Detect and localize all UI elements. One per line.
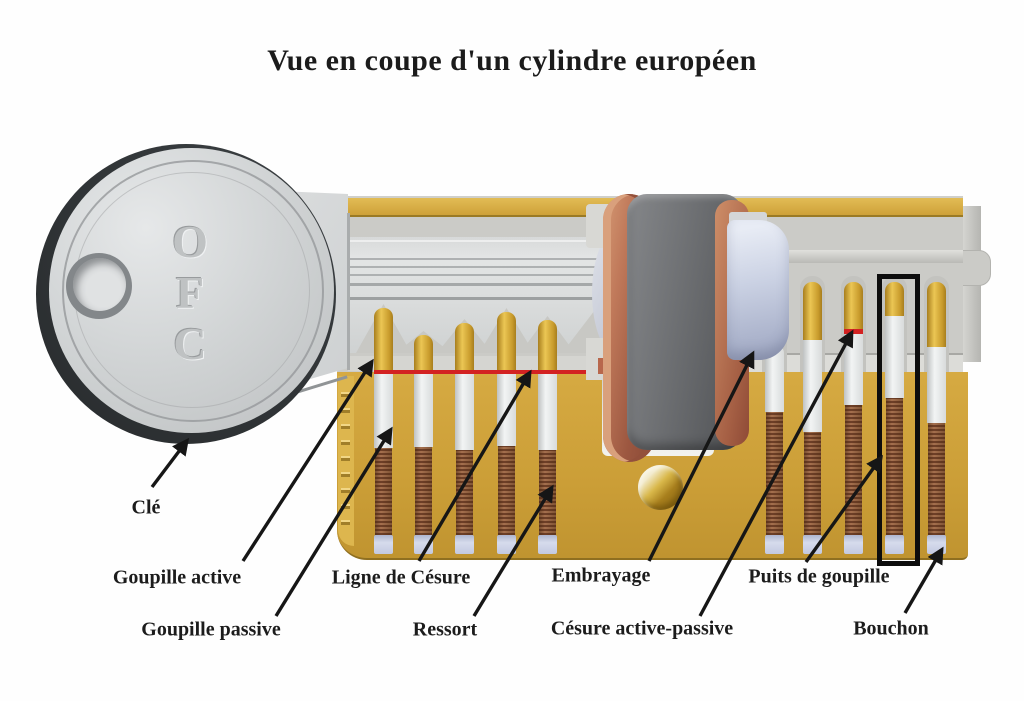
plug-cap — [414, 535, 433, 554]
plug-cap — [844, 535, 863, 554]
housing-knurling — [341, 392, 350, 536]
plug-cap — [497, 535, 516, 554]
passive-pin — [885, 316, 904, 398]
active-pin — [927, 282, 946, 347]
spring — [415, 447, 432, 535]
label-cle: Clé — [131, 496, 161, 519]
active-pin — [497, 312, 516, 372]
label-bouchon: Bouchon — [853, 617, 929, 640]
passive-pin — [455, 372, 474, 450]
label-embrayage: Embrayage — [551, 564, 651, 587]
clutch-hub — [727, 220, 789, 360]
active-pin — [414, 335, 433, 372]
shear-line — [374, 370, 602, 374]
arrow-bouchon — [903, 546, 944, 614]
passive-pin — [844, 334, 863, 405]
blade-ward-line — [350, 258, 650, 260]
label-ligne-de-cesure: Ligne de Césure — [331, 566, 471, 589]
active-pin — [844, 282, 863, 329]
passive-pin — [538, 372, 557, 450]
active-passive-split-mark — [844, 329, 863, 334]
plug-cap — [538, 535, 557, 554]
spring — [804, 432, 821, 535]
engraving-letter: C — [173, 318, 207, 369]
arrow-cesure-active-passive — [698, 329, 854, 617]
active-pin — [374, 308, 393, 372]
arrow-cle — [150, 437, 190, 489]
pin-well-outline-box — [877, 274, 920, 566]
arrow-goupille-active — [241, 358, 374, 562]
blade-highlight — [350, 240, 650, 242]
screw-hole — [638, 465, 683, 510]
spring — [886, 398, 903, 535]
passive-pin — [803, 340, 822, 432]
active-pin — [885, 282, 904, 316]
key-shoulder-line — [347, 213, 350, 370]
key-bow-groove — [62, 160, 324, 422]
label-cesure-active-passive: Césure active-passive — [550, 617, 734, 640]
plug-cap — [374, 535, 393, 554]
arrow-puits-de-goupille — [804, 454, 883, 563]
arrow-ressort — [472, 484, 554, 617]
spring — [498, 446, 515, 535]
label-puits-de-goupille: Puits de goupille — [748, 565, 890, 588]
arrow-ligne-de-cesure — [417, 369, 532, 562]
active-pin — [538, 320, 557, 372]
label-ressort: Ressort — [412, 618, 478, 641]
passive-pin — [927, 347, 946, 423]
blade-ward-line — [350, 283, 650, 286]
blade-ward-line — [350, 266, 650, 268]
arrow-embrayage — [647, 350, 755, 562]
engraving-letter: O — [172, 216, 208, 267]
label-goupille-active: Goupille active — [112, 566, 242, 589]
active-pin — [803, 282, 822, 340]
passive-pin — [414, 372, 433, 447]
blade-groove — [350, 297, 650, 300]
blade-ward-line — [350, 274, 650, 276]
diagram-title: Vue en coupe d'un cylindre européen — [267, 44, 757, 77]
key-engraving: O F C — [160, 216, 220, 369]
plug-cap — [885, 535, 904, 554]
arrow-goupille-passive — [274, 426, 393, 617]
spring — [375, 448, 392, 535]
spring — [928, 423, 945, 535]
plug-cap — [765, 535, 784, 554]
label-goupille-passive: Goupille passive — [141, 618, 281, 641]
key-ring-hole — [73, 258, 126, 311]
active-pin — [455, 323, 474, 372]
stator-ridge — [750, 250, 963, 263]
plug-cap — [455, 535, 474, 554]
spring — [456, 450, 473, 535]
passive-pin — [765, 345, 784, 412]
engraving-letter: F — [175, 267, 205, 318]
